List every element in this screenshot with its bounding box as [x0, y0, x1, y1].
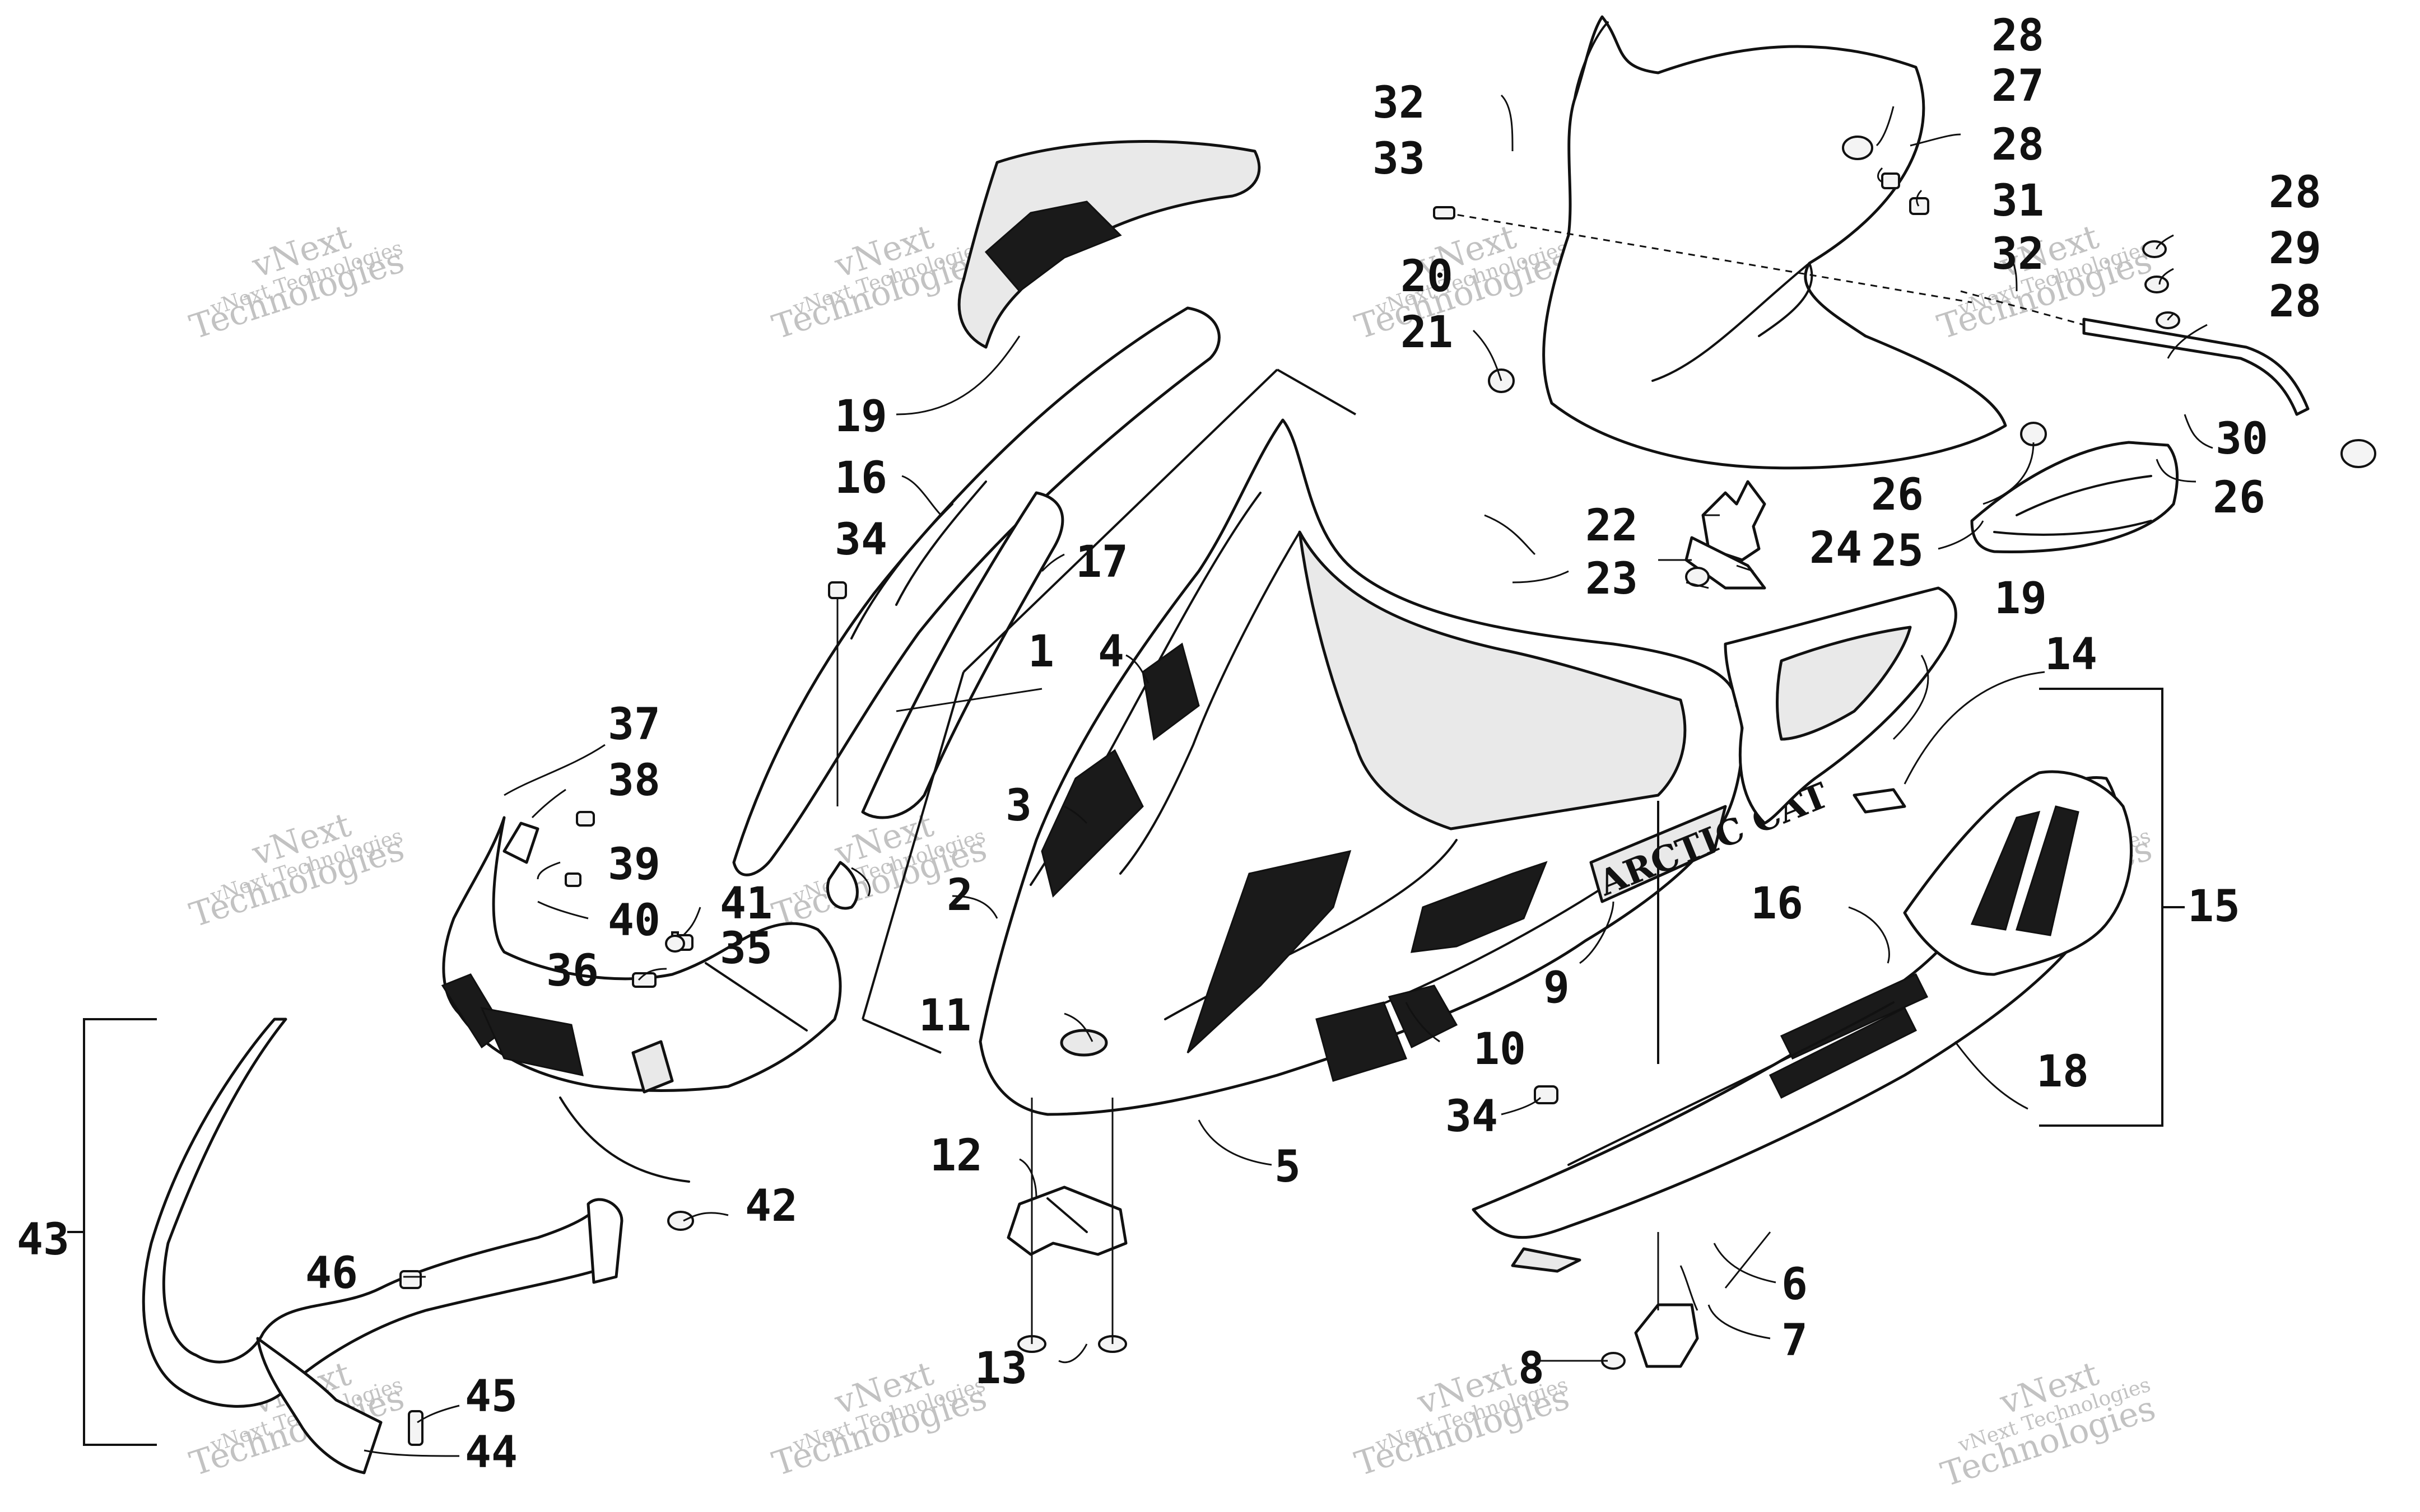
- right-side-panel: [1472, 770, 2133, 1273]
- callout-28-d: 28: [2269, 277, 2321, 327]
- front-bumper-cover: [441, 816, 842, 1183]
- callout-37: 37: [608, 699, 660, 750]
- callout-21: 21: [1400, 307, 1453, 358]
- callout-2: 2: [947, 870, 973, 921]
- callout-44: 44: [465, 1427, 518, 1478]
- callout-24: 24: [1809, 523, 1862, 573]
- callout-16-right: 16: [1751, 879, 1803, 929]
- callout-10: 10: [1473, 1024, 1526, 1075]
- clip-35: [826, 861, 859, 910]
- screw-34: [828, 581, 847, 599]
- callout-38: 38: [608, 755, 660, 806]
- leader-lines: [364, 94, 2213, 1457]
- callout-27: 27: [1991, 61, 2044, 111]
- callout-32-left: 32: [1372, 78, 1425, 128]
- hood-group-line: [862, 671, 965, 1020]
- callout-16-left: 16: [835, 453, 887, 503]
- callout-labels: 1 2 3 4 5 6 7 8 9 10 11 12 13 14 15 16 1…: [17, 11, 2321, 1478]
- callout-25: 25: [1871, 526, 1924, 576]
- windshield-fastener-line: [1445, 212, 1972, 304]
- callout-22: 22: [1585, 501, 1638, 551]
- callout-35: 35: [720, 923, 772, 974]
- callout-34-left: 34: [835, 515, 887, 565]
- callout-13: 13: [975, 1343, 1027, 1394]
- callout-46: 46: [305, 1248, 358, 1299]
- callout-36: 36: [546, 946, 599, 996]
- callout-29: 29: [2269, 223, 2321, 274]
- callout-3: 3: [1006, 781, 1032, 831]
- callout-14: 14: [2045, 629, 2097, 680]
- callout-26-right: 26: [2213, 473, 2265, 523]
- callout-20: 20: [1400, 251, 1453, 302]
- hood-group-line: [862, 1018, 942, 1054]
- callout-42: 42: [745, 1181, 798, 1231]
- bumper-bolt-45: [408, 1410, 424, 1446]
- callout-26-left: 26: [1871, 470, 1924, 520]
- callout-28-c: 28: [2269, 167, 2321, 218]
- left-upper-panel: [732, 306, 1221, 876]
- callout-9: 9: [1543, 963, 1570, 1013]
- bumper-bracket: [502, 822, 539, 864]
- callout-5: 5: [1274, 1142, 1301, 1192]
- left-side-trim: [861, 491, 1064, 819]
- right-upper-panel: [1724, 586, 1957, 825]
- callout-11: 11: [919, 991, 971, 1041]
- windshield-fastener-line: [1960, 290, 2084, 326]
- hood-hinge: [1007, 1098, 1128, 1353]
- callout-39: 39: [608, 839, 660, 890]
- callout-34-right: 34: [1445, 1091, 1498, 1142]
- hood-group-line: [1277, 368, 1356, 416]
- callout-18: 18: [2036, 1047, 2089, 1097]
- watermark: vNext Technologies vNext Technologies: [1351, 217, 1574, 347]
- front-bumper: [142, 1018, 623, 1474]
- callout-12: 12: [930, 1131, 983, 1181]
- callout-28-b: 28: [1991, 120, 2044, 170]
- callout-28-a: 28: [1991, 11, 2044, 61]
- callout-30: 30: [2216, 414, 2268, 464]
- clip-14: [1853, 788, 1906, 814]
- callout-19-left: 19: [835, 391, 887, 442]
- watermark: vNext Technologies vNext Technologies: [768, 1354, 992, 1484]
- callout-6: 6: [1781, 1259, 1808, 1310]
- callout-45: 45: [465, 1371, 518, 1422]
- callout-7: 7: [1781, 1315, 1808, 1366]
- callout-31: 31: [1991, 176, 2044, 226]
- windshield-trim-strip: [2082, 318, 2310, 416]
- mirror: [1970, 441, 2179, 553]
- small-hardware: [565, 136, 2376, 1231]
- left-top-cap: [957, 140, 1261, 349]
- hood-latch: [1601, 1231, 1771, 1370]
- windshield: [1542, 15, 2007, 470]
- group-bracket-43: [83, 1018, 157, 1446]
- callout-23: 23: [1585, 554, 1638, 604]
- watermark: vNext Technologies vNext Technologies: [1937, 1354, 2160, 1495]
- callout-8: 8: [1518, 1343, 1544, 1394]
- windshield-bracket-mount: [1684, 536, 1766, 590]
- bumper-nut-46: [399, 1270, 422, 1289]
- callout-17: 17: [1076, 537, 1128, 587]
- watermark: vNext Technologies vNext Technologies: [185, 805, 409, 935]
- callout-4: 4: [1098, 627, 1124, 677]
- callout-43: 43: [17, 1215, 69, 1265]
- hood: ARCTIC CAT: [979, 418, 1834, 1116]
- callout-41: 41: [720, 879, 772, 929]
- hood-group-line: [962, 368, 1278, 673]
- watermark: vNext Technologies vNext Technologies: [768, 217, 992, 347]
- callout-1: 1: [1028, 627, 1054, 677]
- hood-emblem: [1060, 1029, 1108, 1057]
- callout-19-right: 19: [1994, 573, 2047, 624]
- callout-33: 33: [1372, 134, 1425, 184]
- callout-15: 15: [2188, 881, 2240, 932]
- watermark: vNext Technologies vNext Technologies: [185, 217, 409, 347]
- callout-40: 40: [608, 895, 660, 946]
- callout-32-right: 32: [1991, 229, 2044, 279]
